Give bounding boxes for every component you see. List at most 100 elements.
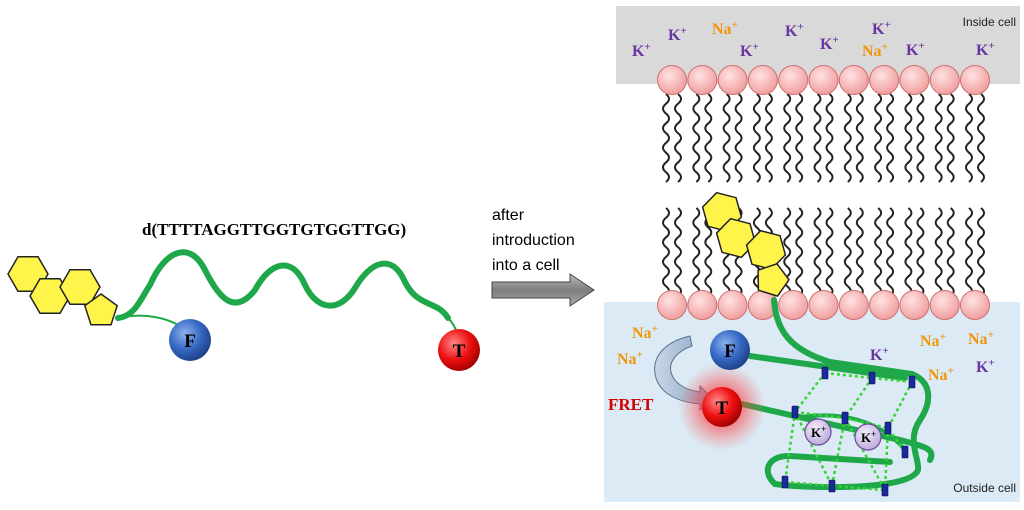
potassium-ball-charge-2: +: [871, 429, 876, 439]
arrow-caption-line-2: introduction: [492, 232, 575, 249]
lipid-head-outer: [657, 290, 687, 320]
guanine-base: [901, 445, 909, 459]
ion-inside-2-charge: +: [680, 25, 686, 37]
lipid-tail-lower: [965, 207, 973, 297]
quencher-label-left: T: [453, 341, 466, 362]
ion-outside-1: Na+: [632, 323, 658, 342]
guanine-base: [821, 366, 829, 380]
guanine-base: [884, 421, 892, 435]
lipid-head-outer: [869, 290, 900, 320]
lipid-tail-upper: [843, 93, 852, 183]
quadruplex-backbone-middle: [739, 401, 935, 463]
lipid-tail-upper: [704, 93, 713, 183]
hydrogen-bond-line: [824, 371, 913, 384]
lipid-head-inner: [717, 65, 748, 95]
lipid-tail-lower: [813, 207, 822, 297]
lipid-tail-lower: [886, 207, 895, 297]
ion-outside-7: Na+: [968, 329, 994, 348]
ion-inside-6-charge: +: [832, 34, 838, 46]
inside-cell-label: Inside cell: [963, 15, 1016, 29]
lipid-tail-upper: [813, 93, 822, 183]
fluorophore-label-left: F: [184, 331, 196, 352]
ion-inside-3: Na+: [712, 19, 738, 38]
lipid-tail-upper: [692, 93, 701, 183]
hydrogen-bond-line: [794, 372, 826, 413]
lipid-tail-lower: [662, 207, 670, 297]
lipid-tail-upper: [946, 93, 955, 183]
hydrogen-bond-line: [883, 427, 890, 491]
fluorophore-ball-left: [169, 319, 211, 361]
lipid-tail-upper: [722, 93, 731, 183]
lipid-tail-upper: [662, 93, 670, 183]
guanine-base: [828, 479, 836, 493]
lipid-tail-upper: [752, 93, 761, 183]
quencher-label-right: T: [716, 398, 729, 419]
lipid-tails: [662, 93, 985, 297]
lipid-heads: [657, 65, 990, 320]
lipid-tail-lower: [855, 207, 864, 297]
fret-label: FRET: [608, 395, 654, 414]
ion-outside-1-charge: +: [652, 323, 658, 335]
lipid-tail-upper: [795, 93, 804, 183]
lipid-head-outer: [717, 290, 748, 320]
ion-inside-3-charge: +: [732, 19, 738, 31]
ion-inside-9-charge: +: [918, 40, 924, 52]
potassium-ball-1: [804, 418, 832, 446]
lipid-tail-lower: [934, 207, 943, 297]
dna-strand-linear: [115, 249, 451, 321]
ions-layer: K+K+Na+K+K+K+K+Na+K+K+Na+Na+K+Na+Na+K+Na…: [617, 19, 995, 451]
quadruplex-backbone-outer: [764, 297, 932, 491]
ion-outside-3-charge: +: [882, 345, 888, 357]
lipid-head-inner: [687, 65, 718, 95]
lipid-head-outer: [778, 290, 809, 320]
sequence-label: d(TTTTAGGTTGGTGTGGTTGG): [142, 220, 406, 239]
lipid-head-inner: [657, 65, 687, 95]
ion-inside-1-charge: +: [644, 41, 650, 53]
lipid-head-outer: [808, 290, 839, 320]
lipid-head-inner: [899, 65, 930, 95]
outside-cell-region: [604, 302, 1020, 502]
arrow-caption-line-1: after: [492, 207, 525, 224]
hydrogen-bond-line: [843, 417, 887, 491]
anchor-ring-4: [83, 293, 119, 326]
quencher-ball-left: [438, 329, 480, 371]
hydrogen-bond-line: [843, 377, 874, 419]
lipid-head-outer: [838, 290, 869, 320]
lipid-head-inner: [778, 65, 809, 95]
lipid-head-outer: [899, 290, 930, 320]
cholesterol-anchor-molecule: [7, 255, 119, 326]
lipid-tail-lower: [843, 207, 852, 297]
lipid-tail-lower: [977, 207, 985, 297]
guanine-base: [868, 371, 876, 385]
ion-outside-2: Na+: [617, 349, 643, 368]
lipid-tail-lower: [904, 207, 913, 297]
lipid-tail-upper: [825, 93, 834, 183]
lipid-tail-upper: [874, 93, 883, 183]
outside-cell-label: Outside cell: [953, 481, 1016, 495]
ion-inside-4-charge: +: [752, 41, 758, 53]
fluorophore-label-right: F: [724, 341, 736, 362]
lipid-tail-upper: [674, 93, 682, 183]
lipid-head-inner: [929, 65, 960, 95]
lipid-tail-lower: [704, 207, 713, 297]
hydrogen-bond-line: [886, 381, 914, 429]
lipid-tail-lower: [825, 207, 834, 297]
lipid-head-outer: [929, 290, 960, 320]
lipid-head-inner: [747, 65, 778, 95]
membrane-anchor-molecule: [701, 191, 790, 297]
g-quadruplex-structure: [739, 297, 935, 497]
ion-inside-7-charge: +: [884, 19, 890, 31]
guanine-base: [881, 483, 889, 497]
membrane-anchor-ring-2: [715, 217, 757, 259]
lipid-head-outer: [687, 290, 718, 320]
ion-outside-5: Na+: [928, 365, 954, 384]
ion-outside-4: Na+: [920, 331, 946, 350]
lipid-head-inner: [960, 65, 990, 95]
lipid-tail-lower: [874, 207, 883, 297]
hydrogen-bond-line: [793, 411, 834, 487]
lipid-head-inner: [838, 65, 869, 95]
lipid-tail-upper: [734, 93, 743, 183]
fluorophore-ball-right: [710, 330, 750, 370]
quencher-ball-right: [702, 387, 742, 427]
